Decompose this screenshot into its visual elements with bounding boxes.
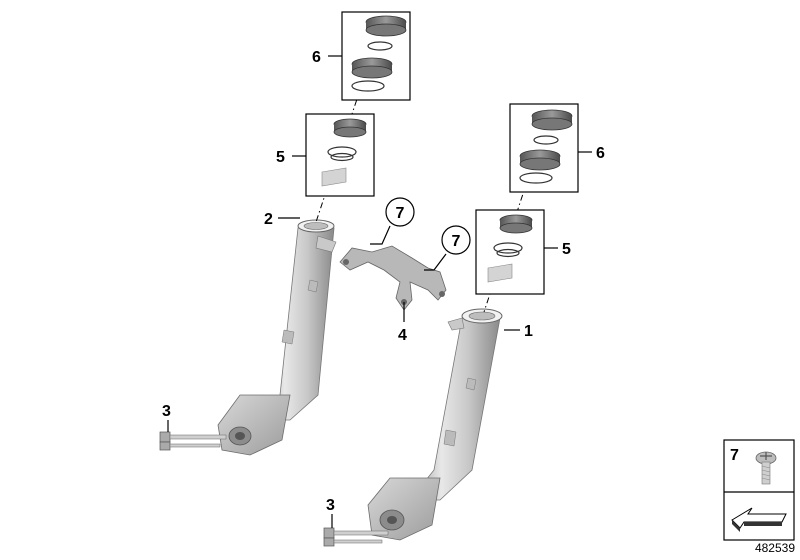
callout-6-right: 6 — [596, 145, 605, 162]
right-bearing-set-5-frame — [475, 209, 545, 295]
callout-1: 1 — [524, 323, 533, 340]
diagram-reference-number: 482539 — [755, 541, 795, 555]
callout-2: 2 — [264, 211, 273, 228]
right-fork-slider — [367, 308, 503, 541]
leader-lines — [167, 55, 592, 528]
callout-7-b-label: 7 — [452, 233, 461, 250]
callout-7-circle-a: 7 — [385, 197, 415, 227]
left-bearing-set-5-frame — [305, 113, 375, 197]
left-axle-bolt — [159, 431, 227, 451]
callout-5-right: 5 — [562, 241, 571, 258]
legend-screw-label: 7 — [730, 447, 739, 464]
callout-7-circle-b: 7 — [441, 225, 471, 255]
legend-box: 7 — [723, 439, 795, 541]
fork-bridge-bracket — [339, 245, 447, 311]
left-bearing-set-6-frame — [341, 11, 411, 101]
right-bearing-set-6-frame — [509, 103, 579, 193]
callout-3-left: 3 — [162, 403, 171, 420]
right-axle-bolt — [323, 527, 389, 547]
callout-7-a-label: 7 — [396, 205, 405, 222]
callout-4: 4 — [398, 327, 407, 344]
callout-5-left: 5 — [276, 149, 285, 166]
screw-icon — [755, 451, 777, 485]
callout-3-right: 3 — [326, 497, 335, 514]
callout-6-left: 6 — [312, 49, 321, 66]
left-fork-slider — [217, 219, 337, 456]
arrow-symbol-icon — [731, 507, 787, 532]
